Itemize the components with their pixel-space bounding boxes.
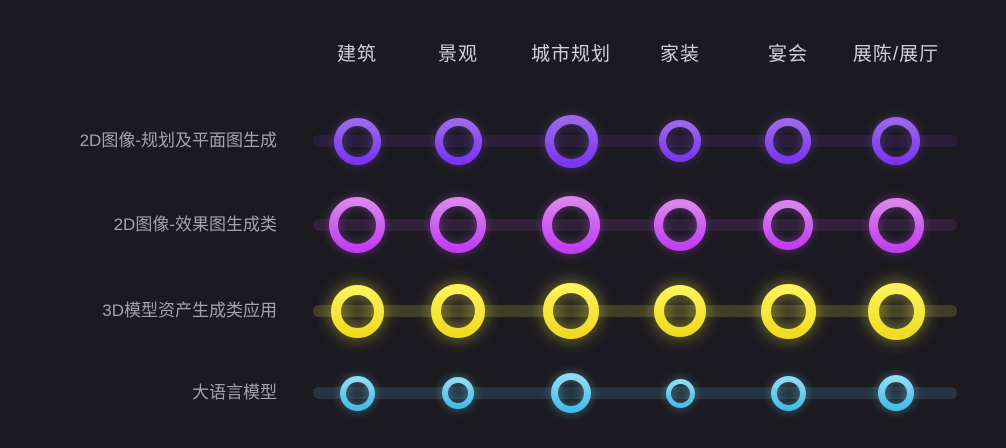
row-label-2: 2D图像-效果图生成类 <box>113 215 277 234</box>
matrix-ring-r1-c2 <box>434 117 482 165</box>
matrix-ring-r1-c4 <box>659 120 701 162</box>
column-header-6: 展陈/展厅 <box>852 44 940 65</box>
matrix-ring-r1-c3 <box>544 114 598 168</box>
row-band-2 <box>313 219 957 231</box>
matrix-ring-r3-c4 <box>654 285 706 337</box>
matrix-ring-r2-c1 <box>329 197 385 253</box>
row-label-4: 大语言模型 <box>192 383 277 402</box>
matrix-ring-r4-c5 <box>770 375 806 411</box>
matrix-ring-r4-c4 <box>665 378 695 408</box>
matrix-ring-r2-c6 <box>868 197 924 253</box>
matrix-ring-r4-c1 <box>339 375 375 411</box>
matrix-ring-r1-c1 <box>333 117 381 165</box>
matrix-ring-r4-c3 <box>551 373 591 413</box>
row-band-3 <box>313 305 957 317</box>
row-label-1: 2D图像-规划及平面图生成 <box>79 131 277 150</box>
row-band-4 <box>313 387 957 399</box>
column-header-5: 宴会 <box>767 44 809 65</box>
matrix-ring-r2-c4 <box>654 199 706 251</box>
matrix-ring-r3-c3 <box>543 283 599 339</box>
matrix-ring-r1-c6 <box>872 117 920 165</box>
matrix-ring-r3-c2 <box>431 284 485 338</box>
matrix-ring-r2-c3 <box>542 196 600 254</box>
column-header-2: 景观 <box>437 44 479 65</box>
matrix-ring-r3-c5 <box>760 283 816 339</box>
matrix-ring-r3-c1 <box>330 284 384 338</box>
matrix-ring-r3-c6 <box>867 282 925 340</box>
matrix-ring-r4-c6 <box>878 375 914 411</box>
matrix-ring-r2-c2 <box>430 197 486 253</box>
row-label-3: 3D模型资产生成类应用 <box>102 301 277 320</box>
column-header-4: 家装 <box>659 44 701 65</box>
matrix-ring-r2-c5 <box>763 200 813 250</box>
column-header-1: 建筑 <box>336 44 378 65</box>
matrix-ring-r4-c2 <box>442 377 474 409</box>
column-header-3: 城市规划 <box>530 44 612 65</box>
matrix-ring-r1-c5 <box>765 118 811 164</box>
